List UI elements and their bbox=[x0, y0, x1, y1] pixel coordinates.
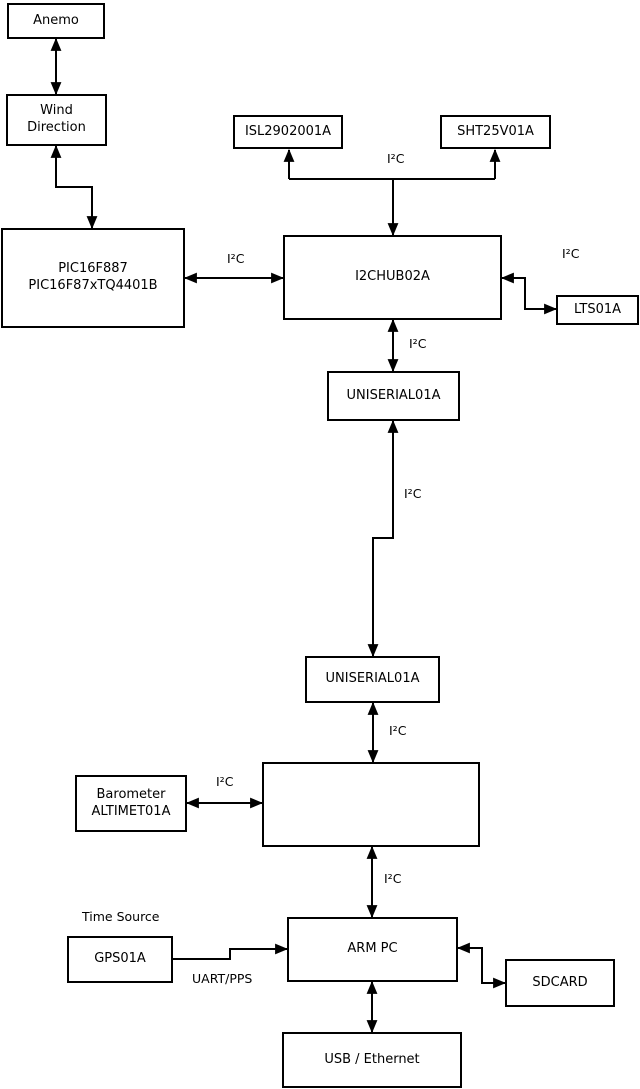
edge-label-i2c-pic-hub1: I²C bbox=[227, 251, 245, 266]
node-sht25v01a: SHT25V01A bbox=[440, 115, 551, 149]
edge-label-i2c-hub1-uniserial1: I²C bbox=[409, 336, 427, 351]
edge-hub1-lts bbox=[500, 272, 558, 315]
node-barometer-altimet01a: Barometer ALTIMET01A bbox=[75, 775, 187, 832]
node-label: USB / Ethernet bbox=[324, 1051, 420, 1067]
node-label: SDCARD bbox=[532, 974, 588, 990]
node-wind-direction: Wind Direction bbox=[6, 94, 107, 146]
edge-label-i2c-sensor-bus: I²C bbox=[387, 151, 405, 166]
node-anemo: Anemo bbox=[7, 3, 105, 39]
edge-label-i2c-hub2-armpc: I²C bbox=[384, 871, 402, 886]
node-uniserial01a-1: UNISERIAL01A bbox=[327, 371, 460, 421]
node-label: ALTIMET01A bbox=[91, 803, 171, 819]
node-pic16f887: PIC16F887 PIC16F87xTQ4401B bbox=[1, 228, 185, 328]
node-usb-ethernet: USB / Ethernet bbox=[282, 1032, 462, 1088]
node-label: Barometer bbox=[96, 786, 166, 802]
edge-label-i2c-uniserial-link: I²C bbox=[404, 486, 422, 501]
node-uniserial01a-2: UNISERIAL01A bbox=[305, 656, 440, 703]
node-label: I2CHUB02A bbox=[355, 269, 430, 285]
edge-winddirection-pic bbox=[50, 144, 98, 230]
node-label: PIC16F887 bbox=[58, 261, 128, 277]
node-i2chub02a-2 bbox=[262, 762, 480, 847]
edge-label-uart-pps: UART/PPS bbox=[192, 971, 253, 986]
node-label: PIC16F87xTQ4401B bbox=[28, 278, 158, 293]
node-i2chub02a-1: I2CHUB02A bbox=[283, 235, 502, 320]
node-label: GPS01A bbox=[94, 951, 146, 967]
node-label: Direction bbox=[27, 120, 86, 135]
edge-label-i2c-hub1-lts: I²C bbox=[562, 246, 580, 261]
edge-label-i2c-barometer-hub2: I²C bbox=[216, 774, 234, 789]
edge-label-time-source: Time Source bbox=[82, 909, 160, 924]
edge-gps-armpc bbox=[173, 943, 289, 960]
node-label: Wind bbox=[40, 103, 73, 119]
node-isl2902001a: ISL2902001A bbox=[233, 115, 343, 149]
edge-armpc-sdcard bbox=[456, 942, 507, 989]
node-gps01a: GPS01A bbox=[67, 936, 173, 983]
node-label: UNISERIAL01A bbox=[325, 671, 420, 687]
node-arm-pc: ARM PC bbox=[287, 917, 458, 982]
node-label: SHT25V01A bbox=[457, 123, 534, 139]
node-sdcard: SDCARD bbox=[505, 959, 615, 1007]
node-lts01a: LTS01A bbox=[556, 295, 639, 325]
edge-uniserial1-uniserial2 bbox=[367, 419, 399, 658]
node-label: ARM PC bbox=[347, 941, 398, 957]
node-label: ISL2902001A bbox=[244, 123, 332, 139]
edge-label-i2c-uniserial2-hub2: I²C bbox=[389, 723, 407, 738]
node-label: Anemo bbox=[33, 12, 79, 28]
node-label: LTS01A bbox=[573, 301, 622, 317]
node-label: UNISERIAL01A bbox=[346, 387, 441, 403]
